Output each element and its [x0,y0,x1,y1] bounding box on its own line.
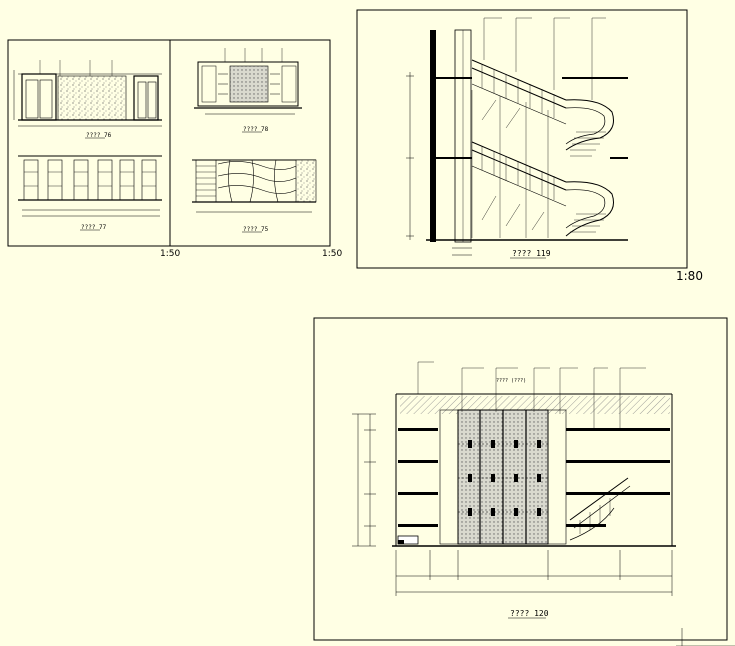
wall-sheet-border [313,317,728,641]
stair-scale: 1:80 [676,269,703,283]
view-4-wavy-wall-elevation: ???? 75 [192,159,317,233]
wall-caption: ???? 120 [510,609,549,618]
stair-sheet-border [356,9,688,269]
view-3-cabinet-elevation: ???? 77 [18,155,162,231]
view-4-caption: ???? 75 [243,226,269,233]
view-2-caption: ???? 78 [243,126,269,133]
view-2-shelf-elevation: ???? 78 [194,48,302,133]
sheet-border [7,39,331,247]
wall-elevation-sheet: ???? (???) ???? 120 [313,317,735,646]
scale-left: 1:50 [160,249,180,259]
view-3-caption: ???? 77 [81,224,107,231]
small-elevations-sheet: ???? 76 ???? 78 [7,39,342,259]
view-1-caption: ???? 76 [86,132,112,139]
view-1-door-elevation: ???? 76 [13,60,162,139]
stair-caption: ???? 119 [512,249,551,258]
wall-note: ???? (???) [496,378,526,384]
stair-section-sheet: ???? 119 1:80 [356,9,703,283]
scale-right: 1:50 [322,249,342,259]
